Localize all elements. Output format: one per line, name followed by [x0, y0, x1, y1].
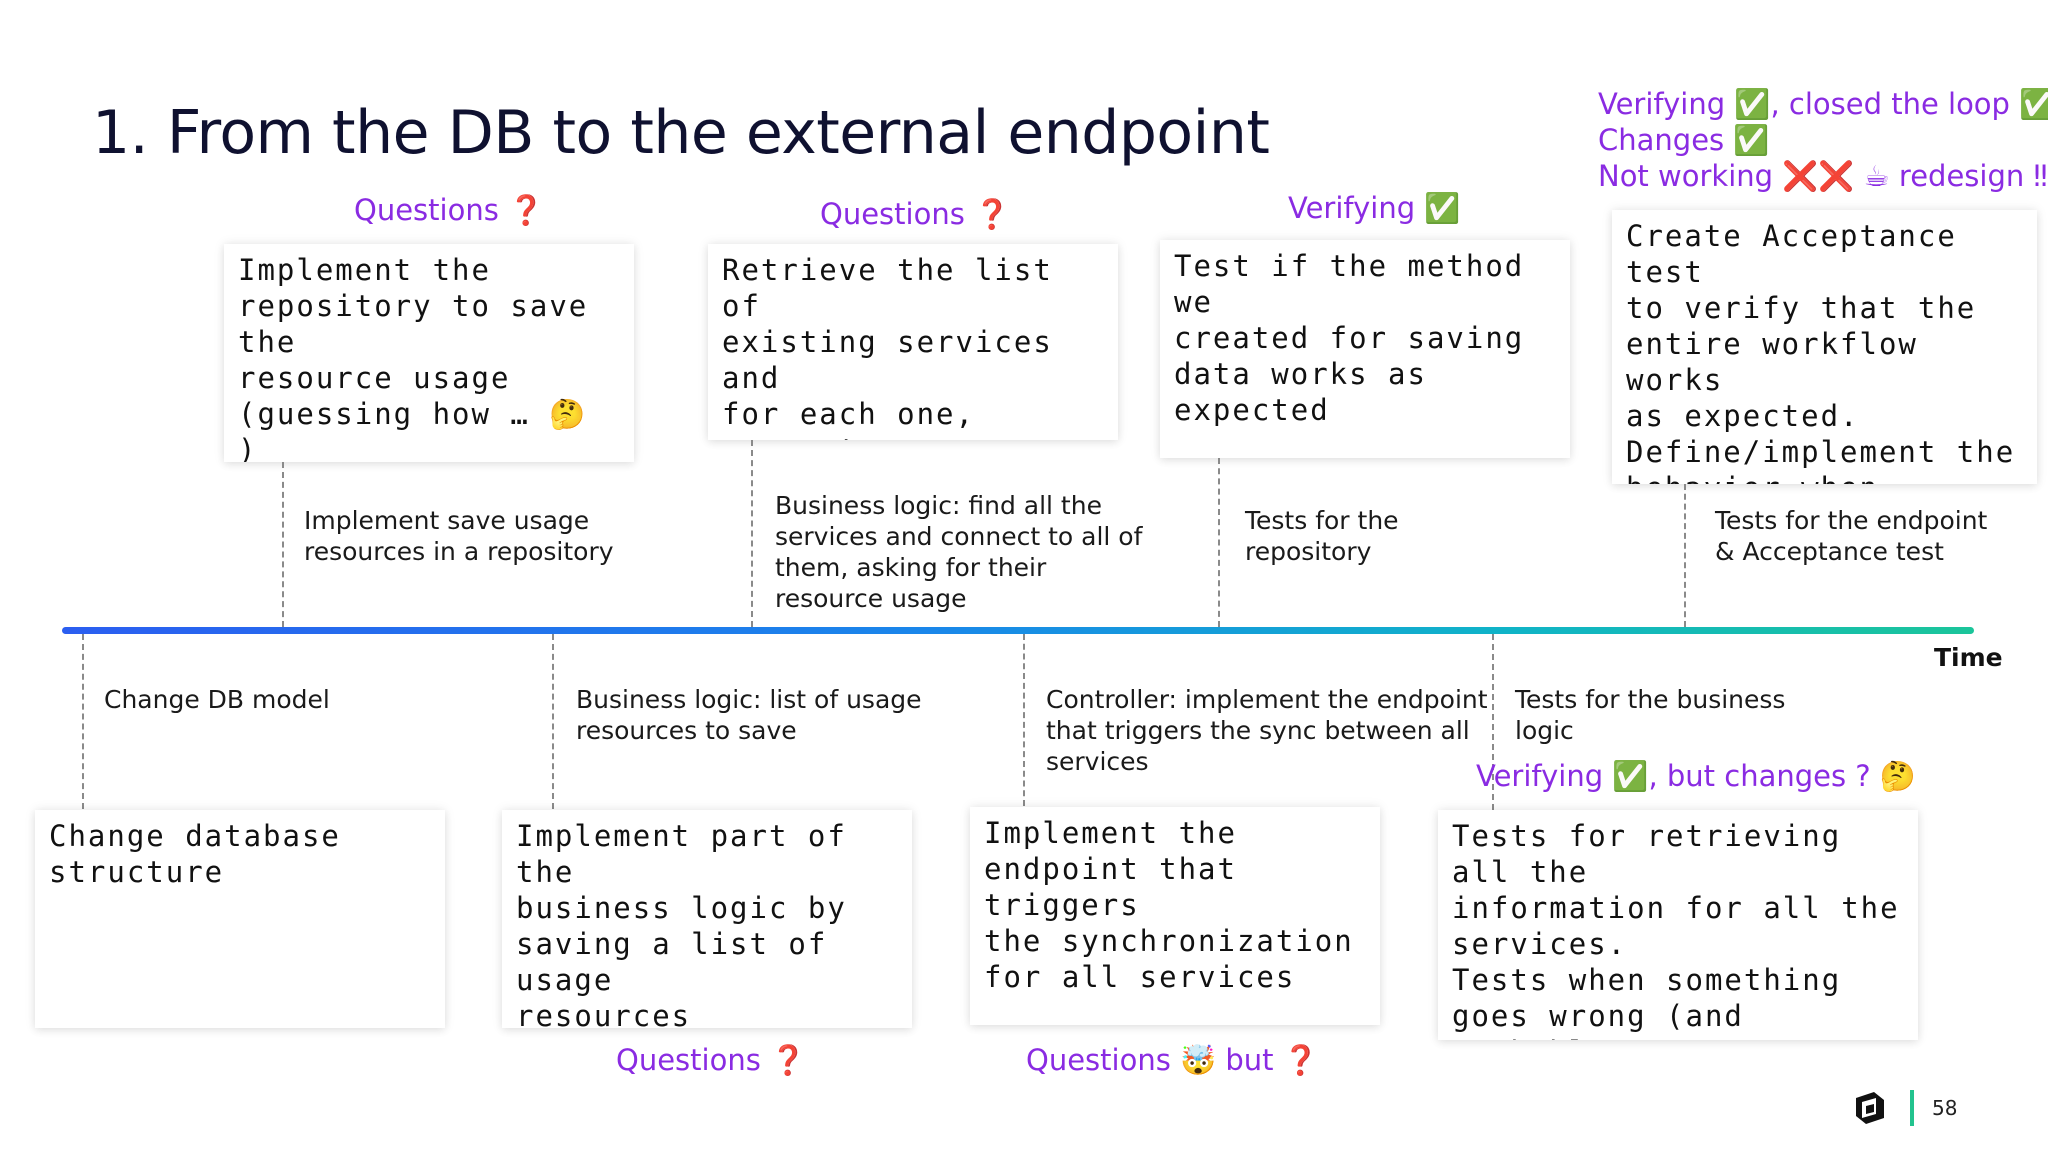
upper-tick-4: [1684, 484, 1686, 627]
upper-annotation-3: Verifying ✅: [1288, 191, 1461, 225]
timeline-axis: [62, 627, 1974, 634]
upper-tick-3: [1218, 458, 1220, 627]
upper-label-2: Business logic: find all the services an…: [775, 491, 1143, 613]
lower-annotation-2: Questions ❓: [616, 1043, 807, 1077]
lower-label-4: Tests for the business logic: [1515, 685, 1786, 745]
note-changes: Changes ✅: [1598, 123, 1770, 157]
time-axis-label: Time: [1934, 643, 2003, 672]
upper-label-4: Tests for the endpoint & Acceptance test: [1715, 506, 1988, 566]
lower-card-3: Implement the endpoint that triggers the…: [970, 807, 1380, 1025]
company-logo-icon: [1856, 1092, 1884, 1124]
upper-card-1: Implement the repository to save the res…: [224, 244, 634, 462]
lower-annotation-3: Questions 🤯 but ❓: [1026, 1043, 1319, 1077]
lower-tick-2: [552, 634, 554, 809]
upper-tick-1: [282, 462, 284, 627]
lower-label-2: Business logic: list of usage resources …: [576, 685, 922, 745]
upper-card-3: Test if the method we created for saving…: [1160, 240, 1570, 458]
lower-tick-1: [82, 634, 84, 809]
lower-annotation-4: Verifying ✅, but changes ? 🤔: [1476, 759, 1917, 793]
lower-label-1: Change DB model: [104, 685, 330, 714]
lower-card-4: Tests for retrieving all the information…: [1438, 810, 1918, 1040]
upper-label-1: Implement save usage resources in a repo…: [304, 506, 614, 566]
lower-card-1: Change database structure: [35, 810, 445, 1028]
note-verifying: Verifying ✅, closed the loop ✅: [1598, 87, 2048, 121]
upper-annotation-1: Questions ❓: [354, 193, 545, 227]
upper-tick-2: [751, 440, 753, 627]
lower-tick-4: [1492, 634, 1494, 810]
lower-tick-3: [1023, 634, 1025, 806]
upper-card-4: Create Acceptance test to verify that th…: [1612, 210, 2037, 484]
upper-label-3: Tests for the repository: [1245, 506, 1399, 566]
upper-annotation-2: Questions ❓: [820, 197, 1011, 231]
lower-card-2: Implement part of the business logic by …: [502, 810, 912, 1028]
upper-card-2: Retrieve the list of existing services a…: [708, 244, 1118, 440]
lower-label-3: Controller: implement the endpoint that …: [1046, 685, 1488, 776]
footer-separator: [1910, 1090, 1914, 1126]
page-number: 58: [1932, 1096, 1958, 1120]
slide-title: 1. From the DB to the external endpoint: [92, 98, 1270, 168]
note-not-working: Not working ❌❌ ☕ redesign ‼: [1598, 159, 2048, 193]
